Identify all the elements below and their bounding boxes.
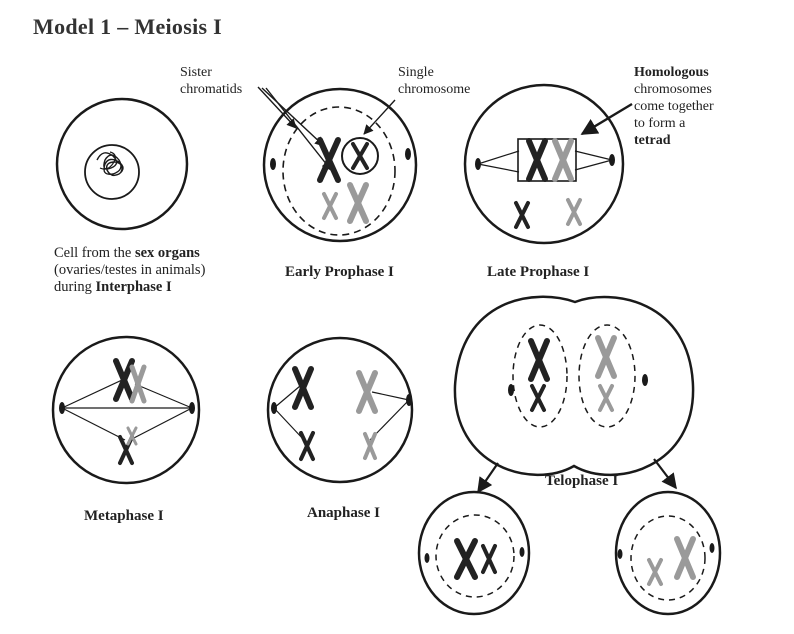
label-line: come together [634, 99, 714, 114]
metaphase-cell [51, 335, 201, 485]
sister-chromatids-arrows [257, 86, 332, 171]
chromosome-dark [481, 544, 497, 574]
label-line: chromatids [180, 82, 243, 97]
chromatin-tangle [96, 152, 124, 177]
chromosome-light [598, 384, 614, 412]
chromosome-light [552, 138, 574, 182]
chromosome-dark [317, 137, 341, 183]
chromosome-dark [528, 338, 550, 382]
chromosome-light [566, 198, 582, 226]
homologous-label: Homologous chromosomes come together to … [634, 64, 714, 149]
stage-late-prophase: Late Prophase I [487, 264, 590, 280]
chromosome-light [595, 335, 617, 379]
centriole [424, 553, 430, 563]
stage-early-prophase: Early Prophase I [285, 264, 394, 280]
centriole [508, 384, 514, 396]
chromosome-light [647, 558, 663, 586]
centriole [405, 148, 411, 160]
chromosome-dark [292, 366, 314, 410]
tetrad-arrow [580, 102, 633, 136]
centriole [642, 374, 648, 386]
chromosome-light [363, 432, 377, 460]
anaphase-cell [266, 336, 414, 484]
centriole [519, 547, 525, 557]
telophase-cell [453, 295, 695, 477]
chromosome-light [674, 536, 696, 580]
centriole [270, 158, 276, 170]
chromosome-dark [454, 538, 478, 580]
daughter-cell-left [417, 490, 531, 616]
chromosome-light [322, 192, 338, 220]
label-bold: sex organs [134, 245, 200, 261]
centriole [709, 543, 715, 553]
interphase-caption: Cell from the sex organs (ovaries/testes… [54, 245, 205, 296]
label-bold: Homologous [634, 65, 709, 80]
chromosome-dark [530, 384, 546, 412]
stage-anaphase: Anaphase I [307, 505, 380, 521]
label-line: Single [398, 65, 434, 80]
label-line: Cell from the [54, 245, 135, 261]
label-bold: Interphase I [95, 279, 172, 295]
chromosome-dark [113, 358, 135, 402]
late-prophase-cell [463, 83, 625, 245]
stage-metaphase: Metaphase I [84, 508, 164, 524]
label-line: (ovaries/testes in animals) [54, 262, 206, 278]
arrow-to-left-daughter [477, 462, 499, 494]
chromosome-dark [514, 201, 530, 229]
chromosome-dark [299, 431, 315, 461]
chromosome-light [347, 182, 369, 224]
chromosome-light [129, 364, 147, 404]
label-bold: tetrad [634, 133, 671, 148]
label-line: to form a [634, 116, 686, 131]
page-title: Model 1 – Meiosis I [33, 14, 223, 39]
early-prophase-cell [262, 87, 418, 243]
single-chromosome-label: Single chromosome [398, 64, 470, 98]
chromosome-light [356, 370, 378, 414]
label-line: chromosome [398, 82, 471, 97]
label-line: during [54, 279, 96, 295]
arrow-to-right-daughter [653, 458, 677, 490]
chromosome-dark [351, 142, 369, 170]
chromosomes [113, 137, 696, 586]
sister-chromatids-label: Sister chromatids [180, 64, 242, 98]
label-line: Sister [180, 65, 212, 80]
chromosome-light [126, 426, 138, 446]
interphase-cell [55, 97, 189, 231]
daughter-cell-right [614, 490, 722, 616]
label-line: chromosomes [634, 82, 712, 97]
stage-telophase: Telophase I [545, 473, 619, 489]
single-chromosome-arrow [363, 99, 396, 135]
chromosome-dark [526, 138, 548, 182]
centriole [617, 549, 623, 559]
